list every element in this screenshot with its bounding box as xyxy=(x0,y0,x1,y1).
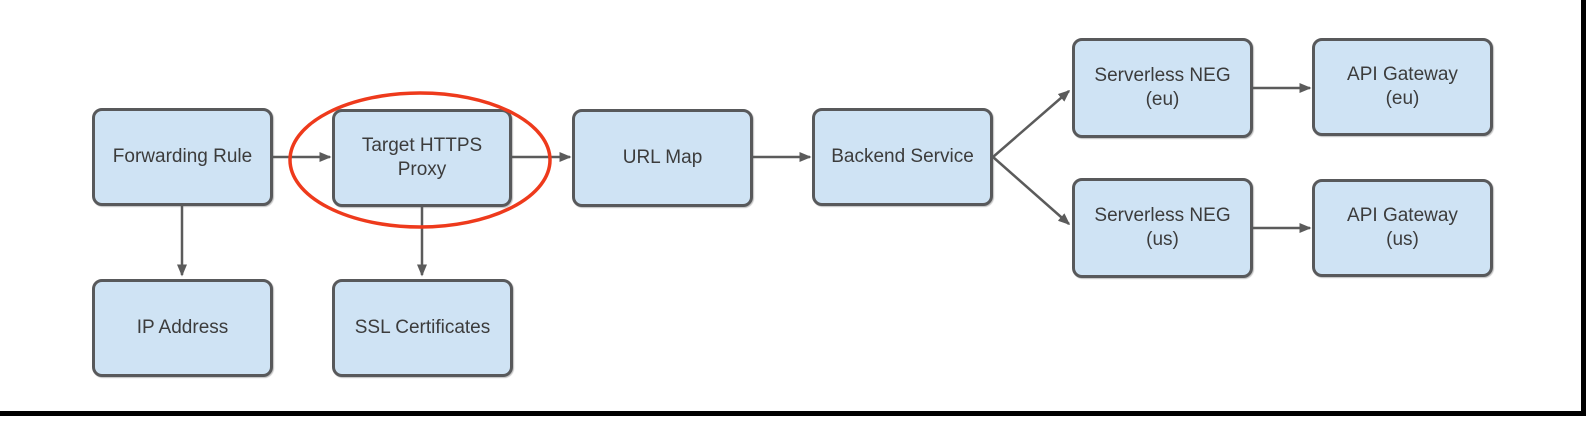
node-forwarding-rule: Forwarding Rule xyxy=(92,108,273,206)
node-ip-address: IP Address xyxy=(92,279,273,377)
node-label: Serverless NEG xyxy=(1094,205,1231,226)
node-label: Forwarding Rule xyxy=(112,146,253,167)
node-label-line2: (us) xyxy=(1386,229,1419,250)
node-target-https-proxy: Target HTTPS Proxy xyxy=(332,109,512,207)
node-serverless-neg-us: Serverless NEG (us) xyxy=(1072,178,1253,278)
node-api-gateway-us: API Gateway (us) xyxy=(1312,179,1493,277)
frame-right-line xyxy=(1581,0,1586,416)
node-label-line2: (eu) xyxy=(1145,89,1180,110)
node-label: API Gateway xyxy=(1347,64,1458,85)
node-backend-service: Backend Service xyxy=(812,108,993,206)
frame-bottom-line xyxy=(0,411,1586,416)
edge-backend-service-to-serverless-neg-us xyxy=(992,156,1071,225)
node-label: Backend Service xyxy=(831,146,974,167)
edge-backend-service-to-serverless-neg-eu xyxy=(992,90,1071,158)
node-label-line2: (eu) xyxy=(1385,88,1420,109)
node-url-map: URL Map xyxy=(572,109,753,207)
node-label-line2: Proxy xyxy=(397,159,447,180)
node-label: SSL Certificates xyxy=(354,317,491,338)
node-label-line2: (us) xyxy=(1146,229,1179,250)
node-label: URL Map xyxy=(622,147,703,168)
node-label: Target HTTPS xyxy=(361,135,483,156)
node-serverless-neg-eu: Serverless NEG (eu) xyxy=(1072,38,1253,138)
node-api-gateway-eu: API Gateway (eu) xyxy=(1312,38,1493,136)
node-ssl-certificates: SSL Certificates xyxy=(332,279,513,377)
node-label: IP Address xyxy=(136,317,229,338)
node-label: Serverless NEG xyxy=(1094,65,1231,86)
node-label: API Gateway xyxy=(1347,205,1458,226)
